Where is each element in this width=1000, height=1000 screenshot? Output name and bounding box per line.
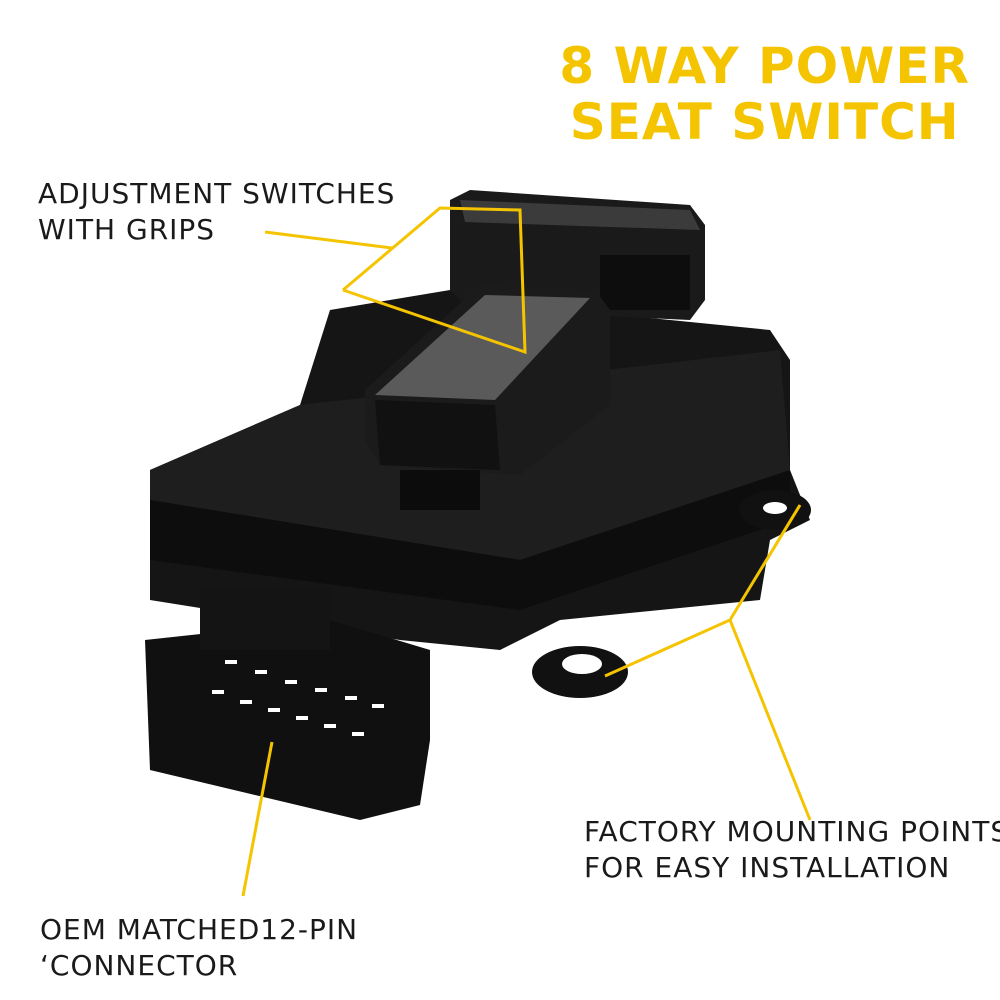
callout-switches-line-1: ADJUSTMENT SWITCHES — [38, 177, 396, 210]
leader-mounting — [728, 619, 812, 821]
front-adjustment-switch — [365, 285, 610, 510]
callout-adjustment-switches: ADJUSTMENT SWITCHES WITH GRIPS — [38, 176, 395, 248]
callout-connector-line-1: OEM MATCHED12-PIN — [40, 913, 359, 946]
product-title: 8 WAY POWER SEAT SWITCH — [559, 38, 970, 150]
leader-lines — [241, 206, 812, 897]
callout-connector-line-2: ‘CONNECTOR — [40, 949, 239, 982]
title-line-2: SEAT SWITCH — [569, 93, 960, 151]
callout-mounting-line-2: FOR EASY INSTALLATION — [584, 851, 951, 884]
callout-connector: OEM MATCHED12-PIN ‘CONNECTOR — [40, 912, 358, 984]
title-line-1: 8 WAY POWER — [559, 37, 970, 95]
mounting-tab-right — [739, 490, 811, 530]
leader-connector — [241, 741, 274, 897]
callout-switches-line-2: WITH GRIPS — [38, 213, 216, 246]
leader-mounting-box — [604, 504, 802, 678]
mounting-tab-bottom — [532, 646, 628, 698]
callout-mounting-points: FACTORY MOUNTING POINTS FOR EASY INSTALL… — [584, 814, 1000, 886]
leader-switches-box — [342, 206, 527, 355]
leader-switches — [264, 230, 393, 250]
callout-mounting-line-1: FACTORY MOUNTING POINTS — [584, 815, 1000, 848]
12-pin-connector — [145, 590, 430, 820]
